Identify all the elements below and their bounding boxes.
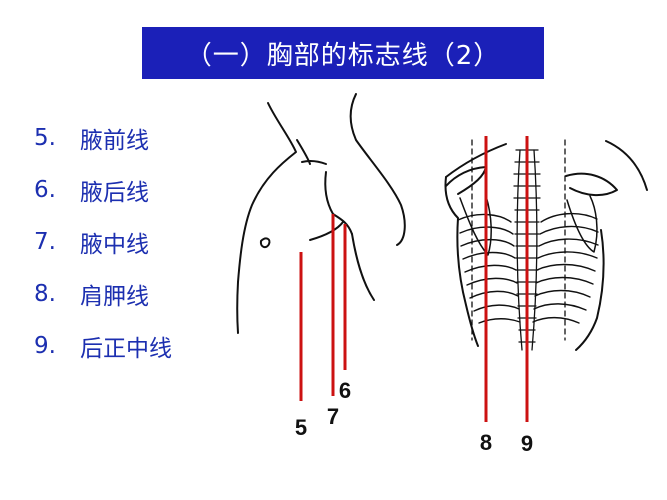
legend-label: 腋中线 xyxy=(80,232,149,258)
slide-title: （一）胸部的标志线（2） xyxy=(142,27,544,79)
legend-item: 9. 后正中线 xyxy=(34,320,234,372)
legend-number: 7. xyxy=(34,229,56,255)
marker-8: 8 xyxy=(480,430,492,455)
legend-number: 6. xyxy=(34,177,56,203)
landmark-lines xyxy=(299,136,529,422)
legend-label: 肩胛线 xyxy=(80,284,149,310)
marker-5: 5 xyxy=(295,415,307,440)
posterior-thorax-drawing xyxy=(444,139,648,351)
legend-number: 8. xyxy=(34,281,56,307)
marker-6: 6 xyxy=(339,378,351,403)
legend-item: 7. 腋中线 xyxy=(34,216,234,268)
legend-item: 6. 腋后线 xyxy=(34,164,234,216)
lateral-torso-drawing xyxy=(236,93,406,334)
legend-number: 9. xyxy=(34,333,56,359)
legend-label: 后正中线 xyxy=(80,336,172,362)
legend-label: 腋后线 xyxy=(80,180,149,206)
line-legend: 5. 腋前线 6. 腋后线 7. 腋中线 8. 肩胛线 9. 后正中线 xyxy=(34,112,234,372)
line-markers: 5 6 7 8 9 xyxy=(295,378,533,456)
legend-item: 5. 腋前线 xyxy=(34,112,234,164)
marker-7: 7 xyxy=(327,404,339,429)
legend-item: 8. 肩胛线 xyxy=(34,268,234,320)
legend-number: 5. xyxy=(34,125,56,151)
legend-label: 腋前线 xyxy=(80,128,149,154)
marker-9: 9 xyxy=(521,431,533,456)
